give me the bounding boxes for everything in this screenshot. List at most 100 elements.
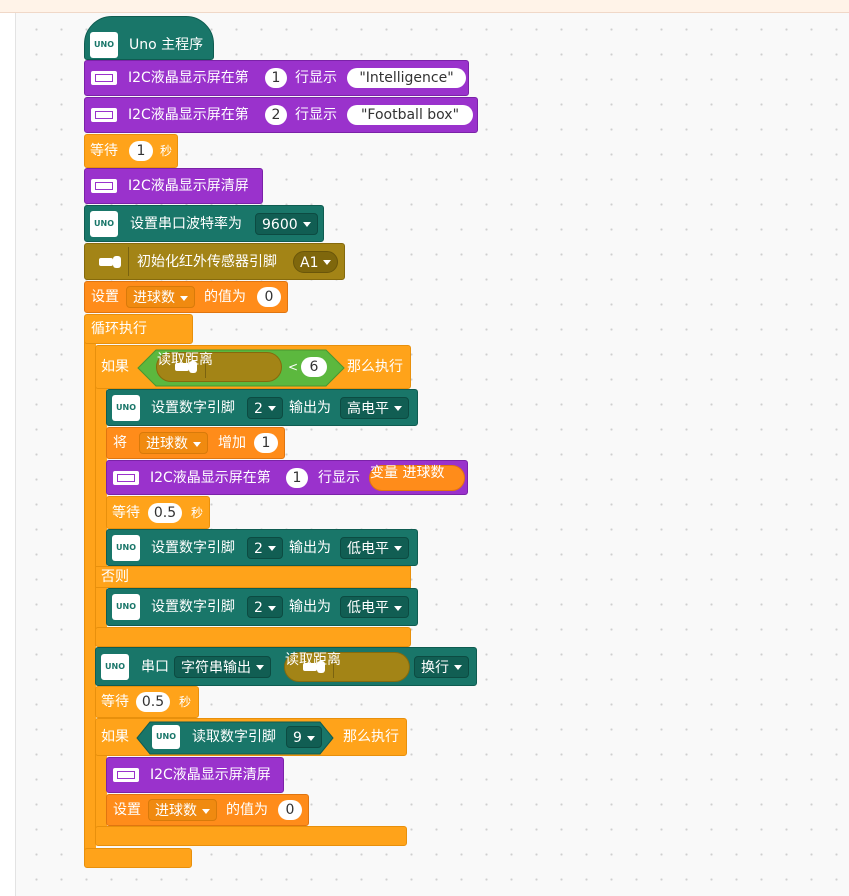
wait-label: 等待	[112, 504, 140, 521]
else-label: 否则	[101, 569, 129, 585]
variable-dropdown[interactable]: 进球数	[148, 799, 217, 821]
chevron-down-icon	[267, 406, 276, 411]
newline-dropdown[interactable]: 换行	[414, 655, 469, 678]
variable-dropdown[interactable]: 进球数	[139, 432, 208, 454]
digital-write-block-1[interactable]: UNO 设置数字引脚 2 输出为 高电平	[106, 389, 418, 426]
if-else-block[interactable]: 如果 读取距离 < 6 那么执行	[95, 345, 411, 389]
digital-write-block-3[interactable]: UNO 设置数字引脚 2 输出为 低电平	[106, 588, 418, 626]
wait-unit: 秒	[160, 144, 173, 158]
row-number-input[interactable]: 1	[286, 467, 308, 488]
uno-main-title: Uno 主程序	[129, 37, 204, 53]
level-value: 高电平	[347, 400, 389, 417]
row-number-input[interactable]: 2	[265, 105, 287, 125]
ir-sensor-init-block[interactable]: 初始化红外传感器引脚 A1	[84, 243, 345, 280]
if1-c-bottom[interactable]	[95, 627, 411, 647]
lcd-clear-block-2[interactable]: I2C液晶显示屏清屏	[106, 757, 284, 793]
chevron-down-icon	[267, 605, 276, 611]
baud-rate-value: 9600	[262, 216, 298, 233]
chevron-down-icon	[267, 546, 276, 551]
threshold-input[interactable]: 6	[301, 357, 327, 377]
lcd-clear-label: I2C液晶显示屏清屏	[128, 178, 249, 194]
change-label: 将	[113, 435, 127, 451]
loop-c-bottom[interactable]	[84, 848, 192, 868]
lcd-block-label: I2C液晶显示屏在第	[150, 469, 271, 486]
chevron-down-icon	[394, 406, 402, 411]
uno-main-hat-block[interactable]: UNO Uno 主程序	[84, 16, 214, 60]
lcd-icon	[91, 108, 117, 122]
lcd-print-block-1[interactable]: I2C液晶显示屏在第 1 行显示 "Intelligence"	[84, 60, 469, 96]
separator	[128, 247, 129, 276]
change-value-input[interactable]: 1	[254, 433, 278, 453]
chevron-down-icon	[394, 605, 402, 611]
chevron-down-icon	[193, 441, 201, 447]
uno-board-icon: UNO	[90, 32, 118, 58]
level-dropdown[interactable]: 低电平	[340, 536, 409, 559]
digital-write-block-2[interactable]: UNO 设置数字引脚 2 输出为 低电平	[106, 529, 418, 566]
lcd-print-block-2[interactable]: I2C液晶显示屏在第 2 行显示 "Football box"	[84, 97, 478, 133]
pin-dropdown[interactable]: 9	[286, 726, 322, 748]
serial-baud-block[interactable]: UNO 设置串口波特率为 9600	[84, 205, 324, 242]
ir-init-label: 初始化红外传感器引脚	[137, 253, 277, 270]
newline-value: 换行	[421, 659, 449, 676]
variable-name: 进球数	[133, 290, 175, 306]
forever-loop-block[interactable]: 循环执行	[84, 314, 193, 344]
digital-read-hexagon	[136, 721, 334, 755]
pin-value: 2	[254, 400, 263, 417]
chevron-down-icon	[394, 546, 402, 551]
chevron-down-icon	[302, 222, 311, 227]
uno-board-icon: UNO	[112, 534, 140, 561]
pin-dropdown[interactable]: 2	[247, 536, 283, 559]
row-number-input[interactable]: 1	[265, 68, 287, 88]
digital-write-label: 设置数字引脚	[151, 399, 235, 416]
lcd-clear-block[interactable]: I2C液晶显示屏清屏	[84, 168, 263, 204]
else-section[interactable]: 否则	[95, 566, 411, 588]
wait-block-2[interactable]: 等待 0.5 秒	[106, 496, 210, 529]
pin-dropdown[interactable]: 2	[247, 396, 283, 419]
variable-name: 进球数	[146, 436, 188, 452]
ir-sensor-icon	[99, 255, 121, 268]
level-dropdown[interactable]: 低电平	[340, 596, 409, 618]
chevron-down-icon	[256, 665, 264, 670]
variable-reporter[interactable]: 变量 进球数	[369, 464, 465, 491]
read-distance-reporter[interactable]: 读取距离	[284, 651, 410, 682]
lcd-print-variable-block[interactable]: I2C液晶显示屏在第 1 行显示 变量 进球数	[106, 460, 468, 495]
level-dropdown[interactable]: 高电平	[340, 396, 409, 419]
serial-print-block[interactable]: UNO 串口 字符串输出 读取距离 换行	[95, 647, 477, 686]
wait-block-1[interactable]: 等待 1 秒	[84, 134, 178, 168]
set-value-input[interactable]: 0	[278, 800, 302, 820]
serial-mode-dropdown[interactable]: 字符串输出	[174, 655, 271, 678]
wait-block-3[interactable]: 等待 0.5 秒	[95, 686, 199, 718]
level-value: 低电平	[347, 540, 389, 557]
set-label: 设置	[113, 802, 141, 818]
text-input[interactable]: "Intelligence"	[347, 68, 466, 88]
lcd-block-mid: 行显示	[318, 469, 360, 486]
then-label: 那么执行	[347, 359, 403, 375]
variable-dropdown[interactable]: 进球数	[126, 286, 195, 308]
set-value-input[interactable]: 0	[257, 287, 281, 307]
read-distance-reporter[interactable]: 读取距离	[156, 352, 282, 382]
text-input[interactable]: "Football box"	[347, 105, 473, 125]
wait-label: 等待	[101, 694, 129, 710]
wait-seconds-input[interactable]: 1	[129, 141, 153, 161]
read-distance-label: 读取距离	[285, 651, 341, 668]
chevron-down-icon	[323, 260, 332, 265]
if2-c-bottom[interactable]	[95, 826, 407, 846]
set-variable-block-2[interactable]: 设置 进球数 的值为 0	[106, 794, 309, 826]
lcd-icon	[91, 179, 117, 193]
set-label: 设置	[91, 289, 119, 305]
lcd-icon	[113, 470, 139, 485]
baud-rate-dropdown[interactable]: 9600	[255, 212, 318, 235]
wait-seconds-input[interactable]: 0.5	[136, 692, 170, 712]
if-block[interactable]: 如果 UNO 读取数字引脚 9 那么执行	[95, 718, 407, 756]
wait-seconds-input[interactable]: 0.5	[148, 502, 182, 523]
set-variable-block[interactable]: 设置 进球数 的值为 0	[84, 281, 288, 313]
ir-pin-dropdown[interactable]: A1	[293, 250, 339, 273]
if-label: 如果	[101, 359, 129, 375]
top-bar	[0, 0, 849, 13]
change-variable-block[interactable]: 将 进球数 增加 1	[106, 427, 285, 459]
digital-write-label: 设置数字引脚	[151, 539, 235, 556]
then-label: 那么执行	[343, 729, 399, 745]
separator	[205, 356, 206, 378]
wait-label: 等待	[90, 143, 118, 159]
pin-dropdown[interactable]: 2	[247, 596, 283, 618]
